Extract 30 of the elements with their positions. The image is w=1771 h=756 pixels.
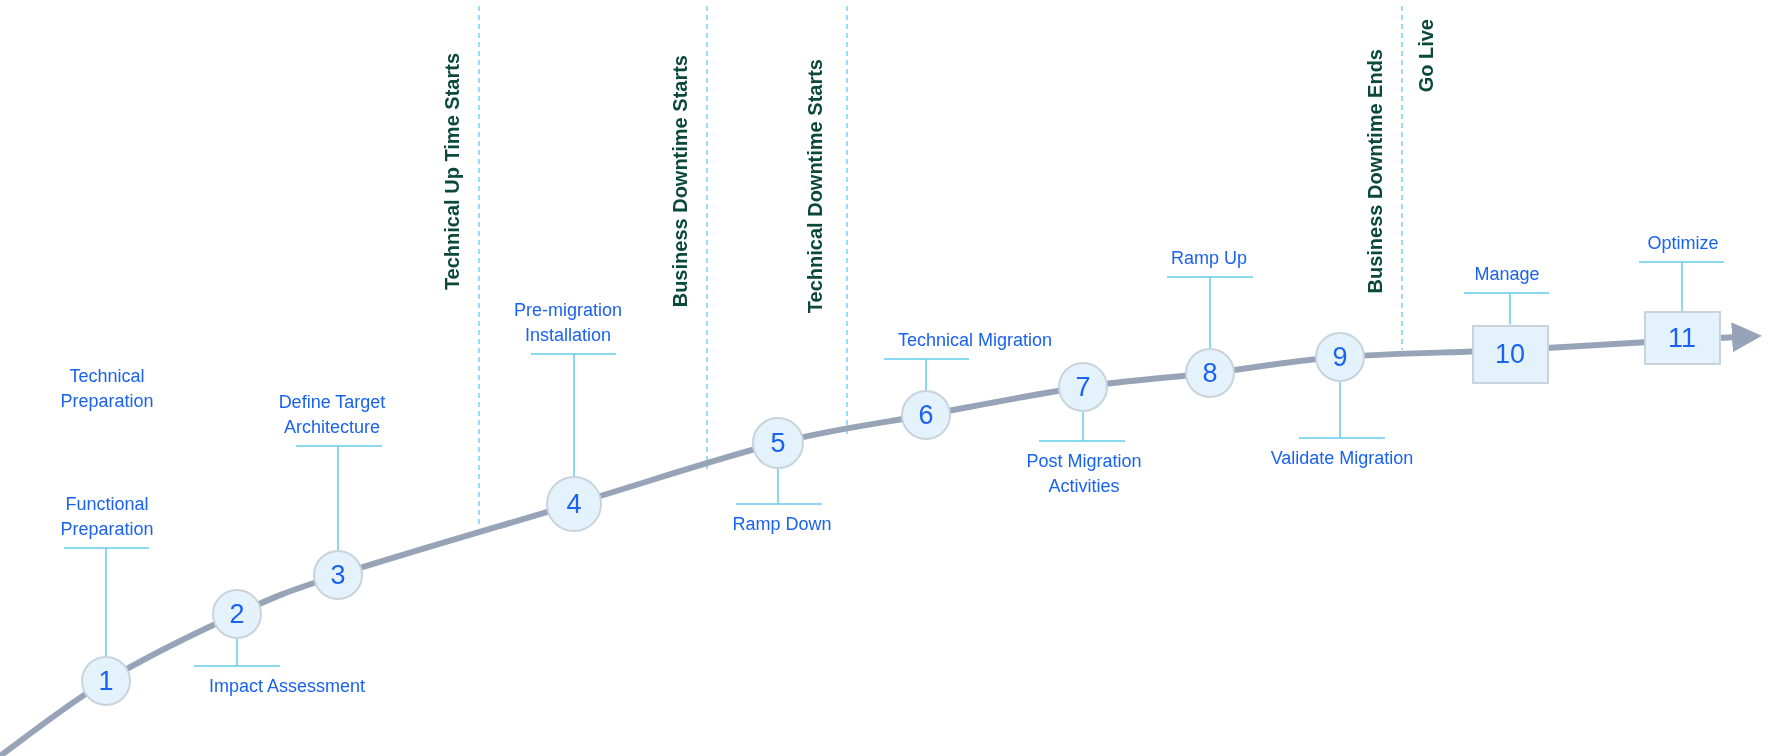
step-label: Optimize	[1573, 230, 1771, 256]
step-label: Technical Migration	[865, 327, 1085, 353]
step-box: 11	[1643, 311, 1721, 365]
leader-line	[530, 353, 617, 477]
step-label: Functional Preparation	[47, 491, 167, 542]
step-label: Ramp Down	[672, 512, 892, 538]
leader-line	[295, 445, 383, 551]
step-label: Post Migration Activities	[1014, 449, 1154, 500]
leader-line	[1038, 411, 1126, 442]
leader-line	[735, 468, 823, 505]
leader-line	[883, 358, 970, 391]
leader-line	[1638, 261, 1725, 312]
milestone-label: Technical Downtime Starts	[805, 58, 825, 313]
step-label: Pre-migration Installation	[498, 297, 638, 348]
phase-label: Technical Preparation	[59, 364, 155, 413]
step-label: Impact Assessment	[177, 674, 397, 700]
leader-line	[1166, 276, 1254, 349]
milestone-label: Technical Up Time Starts	[442, 52, 462, 290]
milestone-label: Business Downtime Ends	[1365, 48, 1385, 293]
milestone-label: Go Live	[1416, 18, 1436, 92]
leader-line	[63, 547, 150, 657]
step-label: Manage	[1397, 261, 1617, 287]
step-label: Ramp Up	[1099, 245, 1319, 271]
leader-line	[1298, 381, 1386, 439]
step-label: Define Target Architecture	[267, 389, 397, 440]
leader-line	[1463, 292, 1550, 326]
milestone-label: Business Downtime Starts	[670, 54, 690, 307]
step-box: 10	[1471, 324, 1549, 384]
leader-line	[193, 638, 281, 667]
step-label: Validate Migration	[1232, 446, 1452, 472]
